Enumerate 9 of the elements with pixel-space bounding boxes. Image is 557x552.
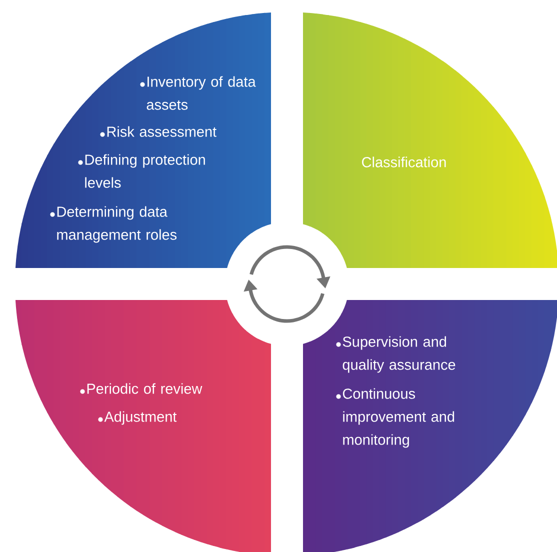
node-label: Risk assessment [107, 126, 216, 137]
node-label: Continuous improvement and monitoring [342, 388, 454, 448]
node-label: Periodic of review [87, 383, 202, 394]
node-label: Classification [362, 156, 446, 168]
node-label: Defining protection levels [85, 154, 205, 188]
node-label: Inventory of data assets [146, 76, 256, 110]
node-label: Adjustment [104, 411, 177, 425]
node-label: Supervision and quality assurance [342, 336, 456, 373]
node-label: Determining data management roles [57, 206, 177, 243]
